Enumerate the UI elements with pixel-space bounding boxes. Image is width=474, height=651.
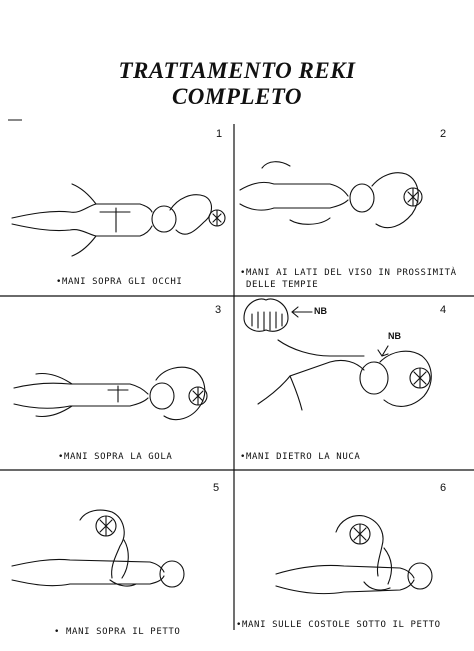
note-nb-label-top: NB bbox=[314, 306, 327, 316]
panel-6-number: 6 bbox=[440, 482, 447, 494]
panel-1-illustration bbox=[11, 183, 226, 257]
panel-1-number: 1 bbox=[216, 128, 223, 140]
page-title-line1: TRATTAMENTO REKI bbox=[118, 58, 356, 83]
panel-5-caption: • MANI SOPRA IL PETTO bbox=[54, 627, 181, 637]
panel-2-caption-line2: DELLE TEMPIE bbox=[246, 280, 319, 290]
note-nb-label-hand: NB bbox=[388, 331, 401, 341]
panel-4-number: 4 bbox=[440, 304, 447, 316]
panel-3-illustration bbox=[13, 366, 208, 421]
panel-5-illustration bbox=[11, 509, 185, 588]
panel-6-caption: •MANI SULLE COSTOLE SOTTO IL PETTO bbox=[236, 620, 441, 630]
panel-2-number: 2 bbox=[440, 128, 447, 140]
panel-2-caption-line1: •MANI AI LATI DEL VISO IN PROSSIMITÀ bbox=[240, 268, 457, 278]
panel-2-illustration bbox=[239, 161, 423, 229]
panel-4-caption: •MANI DIETRO LA NUCA bbox=[240, 452, 361, 462]
panel-1-caption: •MANI SOPRA GLI OCCHI bbox=[56, 277, 183, 287]
panel-4-illustration bbox=[243, 298, 432, 411]
page-title-line2: COMPLETO bbox=[171, 84, 303, 109]
panel-3-number: 3 bbox=[215, 304, 222, 316]
panel-3-caption: •MANI SOPRA LA GOLA bbox=[58, 452, 173, 462]
panel-5-number: 5 bbox=[213, 482, 220, 494]
